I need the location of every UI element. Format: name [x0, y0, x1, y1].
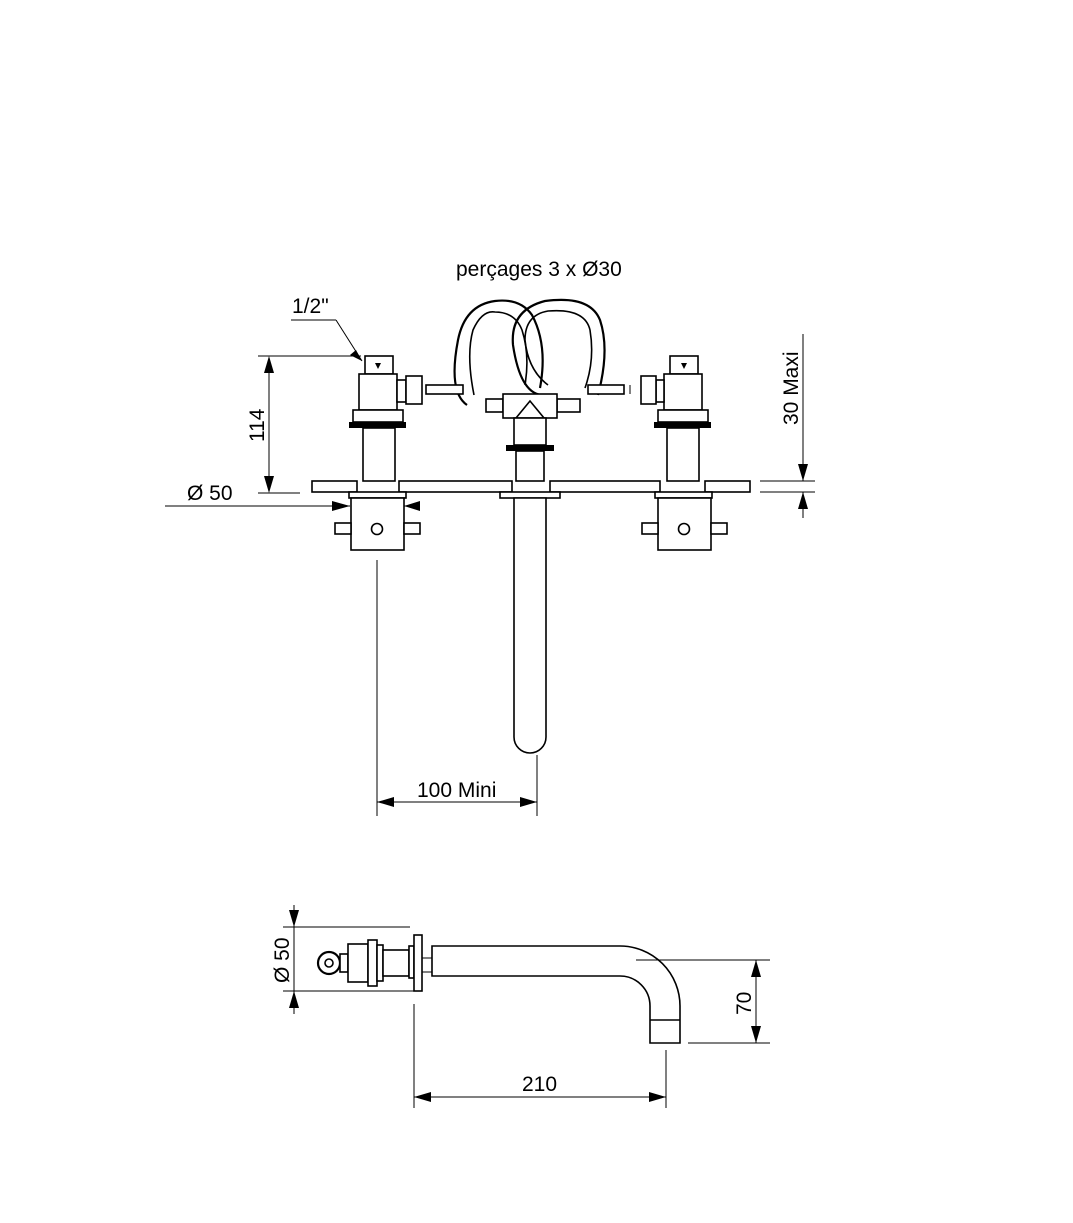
- diameter-top-label: Ø 50: [187, 482, 233, 505]
- height-70-label: 70: [733, 992, 756, 1015]
- dimension-30-maxi: 30 Maxi: [760, 334, 815, 518]
- side-valve: [316, 934, 432, 992]
- height-114-label: 114: [246, 408, 269, 442]
- left-valve: [334, 355, 423, 551]
- diameter-side-label: Ø 50: [271, 937, 294, 983]
- dimension-210: 210: [413, 1004, 667, 1108]
- dimension-thread: 1/2": [291, 295, 363, 362]
- center-spout: [499, 393, 561, 754]
- length-210-label: 210: [522, 1073, 557, 1096]
- dimension-diameter-top: Ø 50: [165, 482, 420, 511]
- flexible-hoses: [453, 298, 606, 406]
- dimension-100-mini: 100 Mini: [376, 560, 538, 816]
- thread-label: 1/2": [292, 295, 329, 318]
- min-distance-label: 100 Mini: [417, 779, 496, 802]
- countertop-slab: [311, 480, 751, 493]
- dimension-diameter-side: Ø 50: [271, 905, 415, 1014]
- right-valve: [640, 355, 728, 551]
- max-thickness-label: 30 Maxi: [780, 351, 803, 425]
- dimension-70: 70: [636, 959, 770, 1044]
- side-spout: [431, 945, 681, 1044]
- drilling-note: perçages 3 x Ø30: [456, 258, 622, 281]
- side-view: Ø 50 70 210: [271, 905, 770, 1108]
- front-view: 1/2" 114 Ø 50 30 Maxi: [165, 258, 815, 816]
- dimension-114: 114: [246, 355, 361, 494]
